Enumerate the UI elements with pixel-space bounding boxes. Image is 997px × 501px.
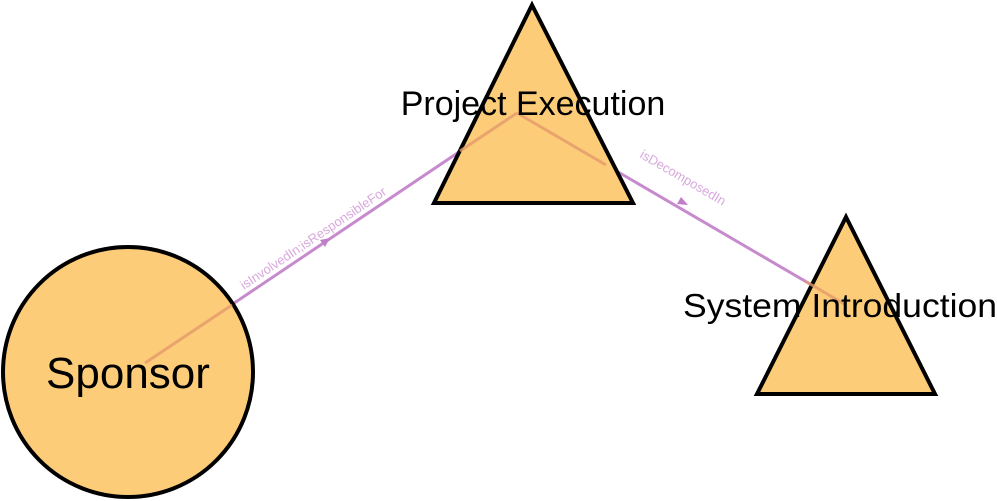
edge-arrow-icon xyxy=(320,238,330,247)
node-label-system-introduction: System Introduction xyxy=(683,287,997,324)
edge-label-sponsor-project: isInvolvedIn;isResponsibleFor xyxy=(237,183,389,292)
node-system-introduction[interactable] xyxy=(753,212,939,396)
edge-overlay xyxy=(144,303,233,365)
edge-overlay xyxy=(459,111,518,153)
node-triangle xyxy=(753,212,939,396)
node-label-project-execution: Project Execution xyxy=(401,85,666,123)
node-label-sponsor: Sponsor xyxy=(46,349,210,398)
node-triangle xyxy=(430,0,637,205)
edge-arrow-icon xyxy=(677,197,688,205)
edge-overlay xyxy=(804,279,847,307)
node-circle xyxy=(1,245,255,499)
edge-label-project-system: isDecomposedIn xyxy=(637,147,728,209)
node-sponsor[interactable] xyxy=(1,245,255,499)
node-project-execution[interactable] xyxy=(430,0,637,205)
edge-overlay xyxy=(516,111,607,167)
